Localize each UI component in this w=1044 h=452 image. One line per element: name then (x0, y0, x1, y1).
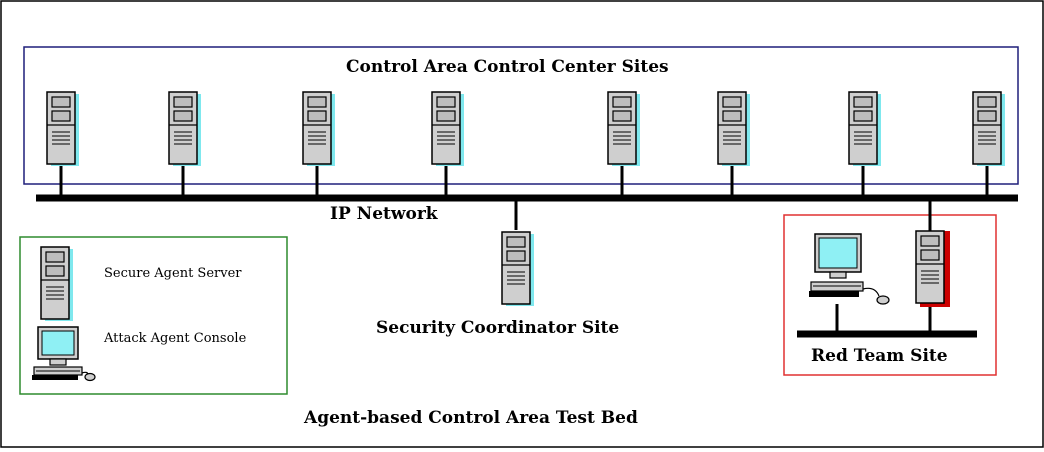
ip-network-label: IP Network (330, 204, 438, 224)
legend-server-label: Secure Agent Server (104, 266, 242, 281)
server-icon (431, 91, 464, 166)
red-team-server-icon (915, 230, 950, 307)
server-icon (302, 91, 335, 166)
legend-console-label: Attack Agent Console (104, 331, 247, 346)
red-team-label: Red Team Site (811, 346, 948, 366)
control-area-box (23, 46, 1019, 185)
server-icon (972, 91, 1005, 166)
legend-server-icon (40, 246, 73, 321)
legend-box (19, 236, 288, 395)
security-coordinator-server-icon (501, 231, 534, 306)
server-icon (607, 91, 640, 166)
server-icon (717, 91, 750, 166)
diagram-title: Agent-based Control Area Test Bed (304, 408, 638, 428)
red-team-console-icon (809, 233, 890, 305)
red-team-box (783, 214, 997, 376)
server-icon (46, 91, 79, 166)
control-center-servers (46, 91, 1005, 198)
control-area-label: Control Area Control Center Sites (346, 57, 669, 77)
security-coordinator-label: Security Coordinator Site (376, 318, 620, 338)
legend-console-icon (32, 326, 96, 382)
server-icon (848, 91, 881, 166)
server-icon (168, 91, 201, 166)
